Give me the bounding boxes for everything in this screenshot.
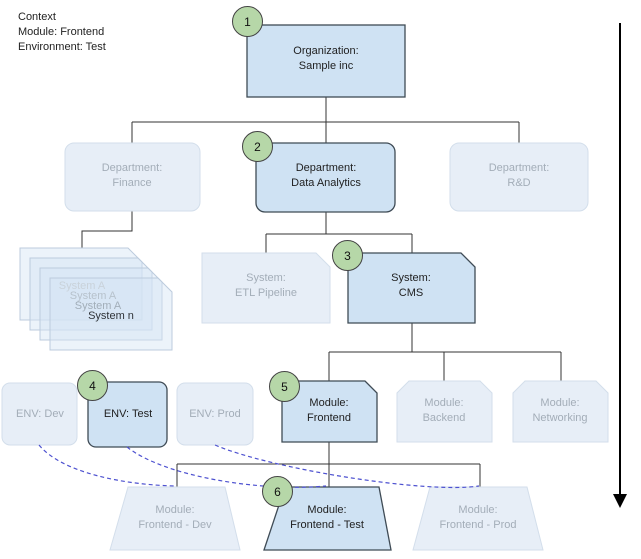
dept-rd-node[interactable] [449,142,589,212]
organization-node[interactable] [246,24,406,98]
env-dev-node[interactable] [1,382,78,446]
frontend-to-deployments-connector [176,442,481,487]
context-environment: Environment: Test [18,41,106,53]
step-badge-4[interactable]: 4 [77,370,108,401]
analytics-to-systems-connector [265,212,413,253]
dept-finance-node[interactable] [64,142,201,212]
step-badge-3[interactable]: 3 [332,240,363,271]
context-note: Context Module: Frontend Environment: Te… [18,10,106,55]
deploy-frontend-prod-node[interactable] [412,486,544,551]
deploy-frontend-test-node[interactable] [263,486,392,551]
system-card-3[interactable] [39,267,163,341]
system-cms-node[interactable] [347,252,476,324]
env-test-link-dashed [126,446,327,488]
system-etl-node[interactable] [201,252,331,324]
deploy-frontend-dev-node[interactable] [109,486,241,551]
down-arrow-icon [613,494,627,508]
system-card-n[interactable] [49,277,173,351]
finance-to-systems-connector [81,211,133,248]
context-module: Module: Frontend [18,26,105,38]
system-stack-group[interactable] [19,247,173,351]
env-prod-node[interactable] [176,382,254,446]
system-card-2[interactable] [29,257,153,331]
step-badge-2[interactable]: 2 [242,131,273,162]
env-prod-link-dashed [214,444,480,489]
context-title: Context [18,11,56,23]
step-badge-5[interactable]: 5 [269,371,300,402]
step-badge-1[interactable]: 1 [232,6,263,37]
env-dev-link-dashed [38,444,177,487]
dept-data-analytics-node[interactable] [255,142,396,213]
module-networking-node[interactable] [512,380,609,443]
org-to-departments-connector [131,97,520,143]
step-badge-6[interactable]: 6 [262,476,293,507]
cms-to-modules-connector [328,323,562,381]
module-backend-node[interactable] [396,380,493,443]
